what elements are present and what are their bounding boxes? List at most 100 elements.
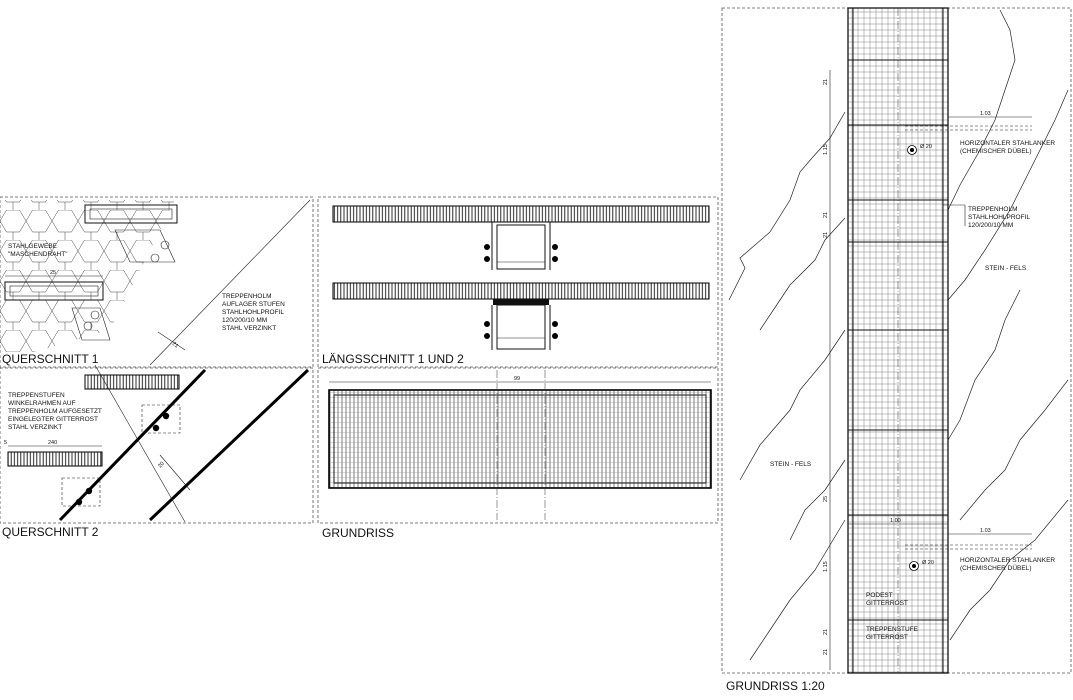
- view-title: LÄNGSSCHNITT 1 UND 2: [322, 352, 464, 366]
- bolt: [83, 321, 93, 331]
- view-grundriss: 99 GRUNDRISS: [317, 367, 719, 540]
- grating-plan: [328, 389, 712, 489]
- label-treads-1: TREPPENSTUFEN: [8, 392, 65, 399]
- dim-dia: Ø 20: [920, 144, 932, 150]
- rock-contour: [789, 459, 846, 541]
- grating-section: [332, 205, 710, 223]
- connection-plate: [61, 477, 101, 507]
- stringer-slope-line: [149, 199, 311, 366]
- dim-lower-2: 21: [823, 649, 829, 655]
- rock-contour: [947, 289, 1021, 441]
- tread-angle-frame: [4, 281, 104, 301]
- bolt: [150, 253, 160, 263]
- label-tread-2: GITTERROST: [866, 634, 908, 641]
- grating-section: [332, 282, 710, 300]
- tread-grating: [84, 374, 180, 390]
- view-frame: [0, 196, 314, 368]
- view-querschnitt-1: 25 21 STAHLGEWEBE "MASCHENDRAHT" TREPPEN…: [0, 196, 314, 368]
- view-frame: [0, 367, 314, 524]
- label-anchor-2: (CHEMISCHER DÜBEL): [960, 147, 1032, 155]
- bolt: [484, 321, 490, 327]
- connection-plate: [141, 404, 181, 434]
- label-mesh-2: "MASCHENDRAHT": [8, 251, 68, 258]
- dim-width: 240: [48, 440, 57, 446]
- rock-contour: [739, 329, 846, 481]
- view-frame: [317, 367, 719, 524]
- label-treads-3: TREPPENHOLM AUFGESETZT: [8, 408, 102, 415]
- dim-dia-2: Ø 20: [922, 560, 934, 566]
- bolt: [552, 244, 558, 250]
- dim-lower: 21: [823, 629, 829, 635]
- stringer-hollow-profile: [496, 224, 546, 270]
- dim-run: 1.15: [823, 144, 829, 155]
- view-title: QUERSCHNITT 1: [2, 352, 99, 366]
- rock-contour: [728, 111, 846, 301]
- bolt: [85, 487, 93, 495]
- angle-frame: [493, 299, 549, 305]
- dim-width-main: 1.00: [890, 518, 901, 524]
- bolt: [484, 333, 490, 339]
- tread-grating: [7, 451, 103, 467]
- bolt: [552, 256, 558, 262]
- label-anchor-4: (CHEMISCHER DÜBEL): [960, 564, 1032, 572]
- label-stringer-2: STAHLHOHLPROFIL: [968, 214, 1030, 221]
- label-landing-1: PODEST: [866, 592, 893, 599]
- construction-line: [94, 364, 186, 523]
- dim-width: 99: [514, 376, 520, 382]
- label-stringer-3: STAHLHOHLPROFIL: [222, 309, 284, 316]
- view-frame: [721, 7, 1072, 674]
- rock-contour: [947, 9, 1016, 211]
- view-querschnitt-2: 240 5 20 TREPPENSTUFEN WINKELRAHMEN AUF …: [0, 364, 314, 539]
- dim-anchor-2: 1.03: [980, 528, 991, 534]
- label-rock-left: STEIN - FELS: [770, 461, 812, 468]
- dim-landing: 25: [823, 496, 829, 502]
- bolt: [75, 498, 83, 506]
- tread-angle-frame: [84, 204, 178, 224]
- anchor-bolt: [912, 564, 916, 568]
- label-mesh-1: STAHLGEWEBE: [8, 243, 58, 250]
- label-stringer-3: 120/200/10 MM: [968, 222, 1013, 229]
- label-stringer-5: STAHL VERZINKT: [222, 325, 276, 332]
- tread-angle-frame: [89, 208, 173, 220]
- view-laengsschnitt: LÄNGSSCHNITT 1 UND 2: [317, 196, 719, 368]
- label-tread-1: TREPPENSTUFE: [866, 626, 919, 633]
- bolt: [160, 240, 170, 250]
- dim-anchor: 1.03: [980, 111, 991, 117]
- stringer-profile: [148, 368, 310, 522]
- bolt: [90, 310, 100, 320]
- dim-diag: 20: [157, 461, 166, 470]
- rock-contour: [947, 89, 1069, 301]
- dim-small: 5: [4, 440, 7, 446]
- bolt: [552, 321, 558, 327]
- view-title: QUERSCHNITT 2: [2, 525, 99, 539]
- dimension-line: [159, 454, 191, 491]
- bolt: [552, 333, 558, 339]
- bolt: [162, 412, 170, 420]
- stringer-hollow-profile: [496, 304, 546, 350]
- bolt: [152, 424, 160, 432]
- dim-tread: 25: [50, 270, 56, 276]
- view-title: GRUNDRISS: [322, 526, 394, 540]
- label-stringer-1: TREPPENHOLM: [968, 206, 1017, 213]
- view-frame: [317, 196, 719, 368]
- dim-mid-a: 21: [823, 212, 829, 218]
- label-stringer-1: TREPPENHOLM: [222, 293, 271, 300]
- label-anchor-1: HORIZONTALER STAHLANKER: [960, 140, 1055, 147]
- bolt: [484, 244, 490, 250]
- base-plate: [114, 229, 176, 263]
- view-title: GRUNDRISS 1:20: [726, 679, 825, 693]
- base-plate: [71, 307, 111, 341]
- stringer-profile: [58, 368, 207, 522]
- dim-run-2: 1.15: [823, 561, 829, 572]
- rock-contour: [749, 519, 846, 661]
- label-rock-right: STEIN - FELS: [985, 265, 1027, 272]
- rock-contour: [949, 499, 1069, 641]
- label-treads-5: STAHL VERZINKT: [8, 424, 62, 431]
- wire-mesh-hatch: [35, 200, 175, 352]
- label-landing-2: GITTERROST: [866, 600, 908, 607]
- grating-frame-inner: [333, 394, 707, 484]
- label-anchor-3: HORIZONTALER STAHLANKER: [960, 557, 1055, 564]
- label-stringer-4: 120/200/10 MM: [222, 317, 267, 324]
- view-grundriss-main: 1.03 Ø 20 1.03 Ø 20 21 1.15 21 21 25 1.1…: [721, 7, 1072, 693]
